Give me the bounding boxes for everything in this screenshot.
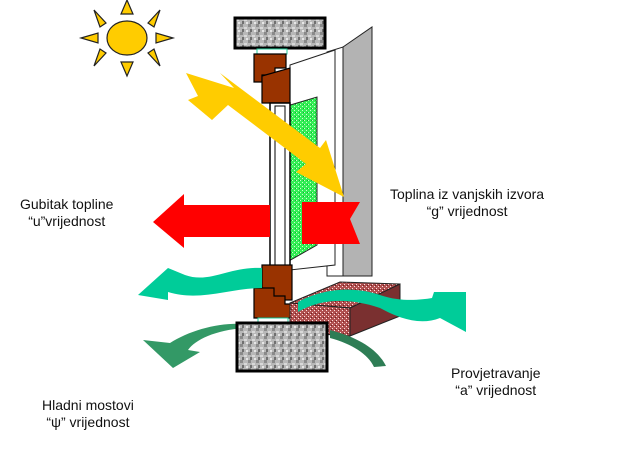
bottom-wood-frame	[253, 264, 293, 319]
ventilation-arrow-left	[138, 267, 262, 300]
heat-loss-title: Gubitak topline	[20, 196, 114, 212]
sun-icon	[78, 0, 176, 78]
solar-gain-value: “g” vrijednost	[426, 203, 508, 219]
solar-gain-arrow	[186, 73, 344, 197]
ventilation-value: “a” vrijednost	[455, 382, 537, 398]
ventilation-arrow-right	[298, 289, 466, 332]
cold-bridges-label: Hladni mostovi “ψ” vrijednost	[42, 397, 134, 431]
stone-lintel	[233, 16, 327, 50]
solar-gain-title: Toplina iz vanjskih izvora	[390, 186, 545, 202]
heat-loss-arrow	[153, 194, 360, 248]
heat-loss-label: Gubitak topline “u”vrijednost	[20, 196, 113, 230]
cold-bridges-value: “ψ” vrijednost	[46, 414, 130, 430]
stone-foundation	[235, 321, 329, 373]
top-wood-frame	[253, 53, 291, 104]
ventilation-title: Provjetravanje	[451, 365, 541, 381]
heat-loss-value: “u”vrijednost	[28, 213, 106, 229]
cold-bridge-arrow	[143, 323, 386, 368]
solar-gain-label: Toplina iz vanjskih izvora “g” vrijednos…	[390, 186, 544, 220]
cold-bridges-title: Hladni mostovi	[42, 397, 134, 413]
ventilation-label: Provjetravanje “a” vrijednost	[451, 365, 541, 399]
